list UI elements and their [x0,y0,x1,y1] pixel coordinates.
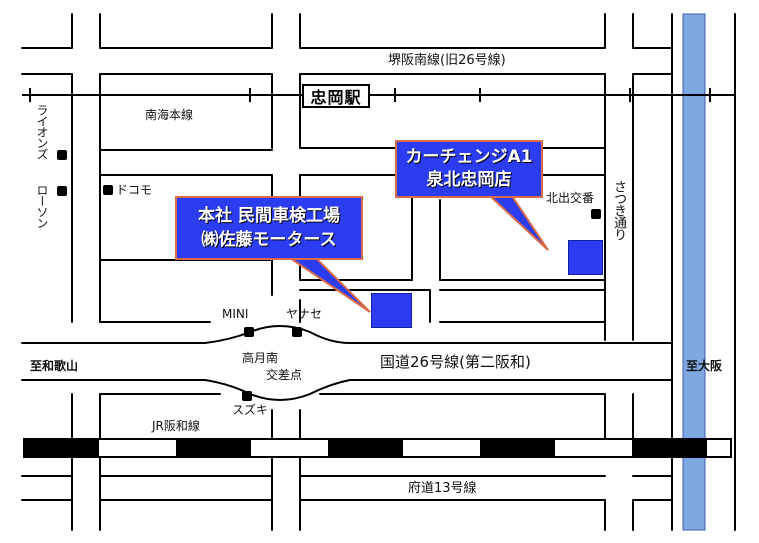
road-sakai-hannan-top-edge [21,13,673,49]
label-national-route-26: 国道26号線(第二阪和) [380,353,531,371]
railway-nankai [22,88,735,102]
site-car-change [568,240,603,275]
label-kitade-police-box: 北出交番 [546,191,595,205]
label-yanase: ヤナセ [286,307,323,321]
marker-mini [244,327,254,337]
callout-car-change-line2: 泉北忠岡店 [426,170,512,190]
callout-head-office-line1: 本社 民間車検工場 [198,206,340,226]
road-south-vertical-west [71,393,101,531]
road-lower-block [99,259,606,291]
road-middle-vertical-b [604,73,634,341]
station-chuoka: 忠岡駅 [302,84,370,108]
road-national-26-top-edge [21,325,673,344]
marker-lawson [57,186,67,196]
road-south-vertical-middle [271,409,301,531]
road-south-vertical-east [604,499,634,531]
label-prefectural-route-13: 府道13号線 [408,481,477,496]
site-head-office [371,293,412,328]
label-lions: ライオンズ [35,104,49,159]
road-national-26-bottom-edge [21,379,673,401]
marker-docomo [103,185,113,195]
callout-head-office-pointer [286,257,371,313]
road-lower-block-bottom [99,289,606,323]
label-satsuki-street: さつき通り [611,180,626,240]
road-middle-vertical-a [271,73,301,296]
label-sakai-hannan-route: 堺阪南線(旧26号線) [388,53,506,68]
label-suzuki: スズキ [232,403,269,417]
marker-kitade-police-box [591,209,601,219]
callout-car-change: カーチェンジA1 泉北忠岡店 [395,140,543,198]
river [682,13,706,531]
callout-head-office: 本社 民間車検工場 ㈱佐藤モータース [175,196,363,260]
callout-carchange-pointer [487,195,549,251]
label-lawson: ローソン [35,184,49,228]
label-jr-hanwa-line: JR阪和線 [152,419,200,433]
label-nankai-line: 南海本線 [145,108,194,122]
label-intersection-takatsuki-minami: 高月南 [242,351,279,365]
marker-yanase [292,327,302,337]
callout-head-office-line2: ㈱佐藤モータース [201,230,337,250]
road-south-block [99,393,634,441]
label-to-osaka: 至大阪 [686,359,723,373]
label-docomo: ドコモ [116,183,153,197]
label-mini: MINI [222,307,249,321]
marker-suzuki [242,391,252,401]
label-intersection-koosaten: 交差点 [266,368,303,382]
road-west-vertical [71,73,101,323]
road-inner-block-west [99,149,273,176]
railway-jr [23,438,732,458]
label-to-wakayama: 至和歌山 [30,359,79,373]
marker-lions [57,150,67,160]
callout-car-change-line1: カーチェンジA1 [405,147,533,167]
